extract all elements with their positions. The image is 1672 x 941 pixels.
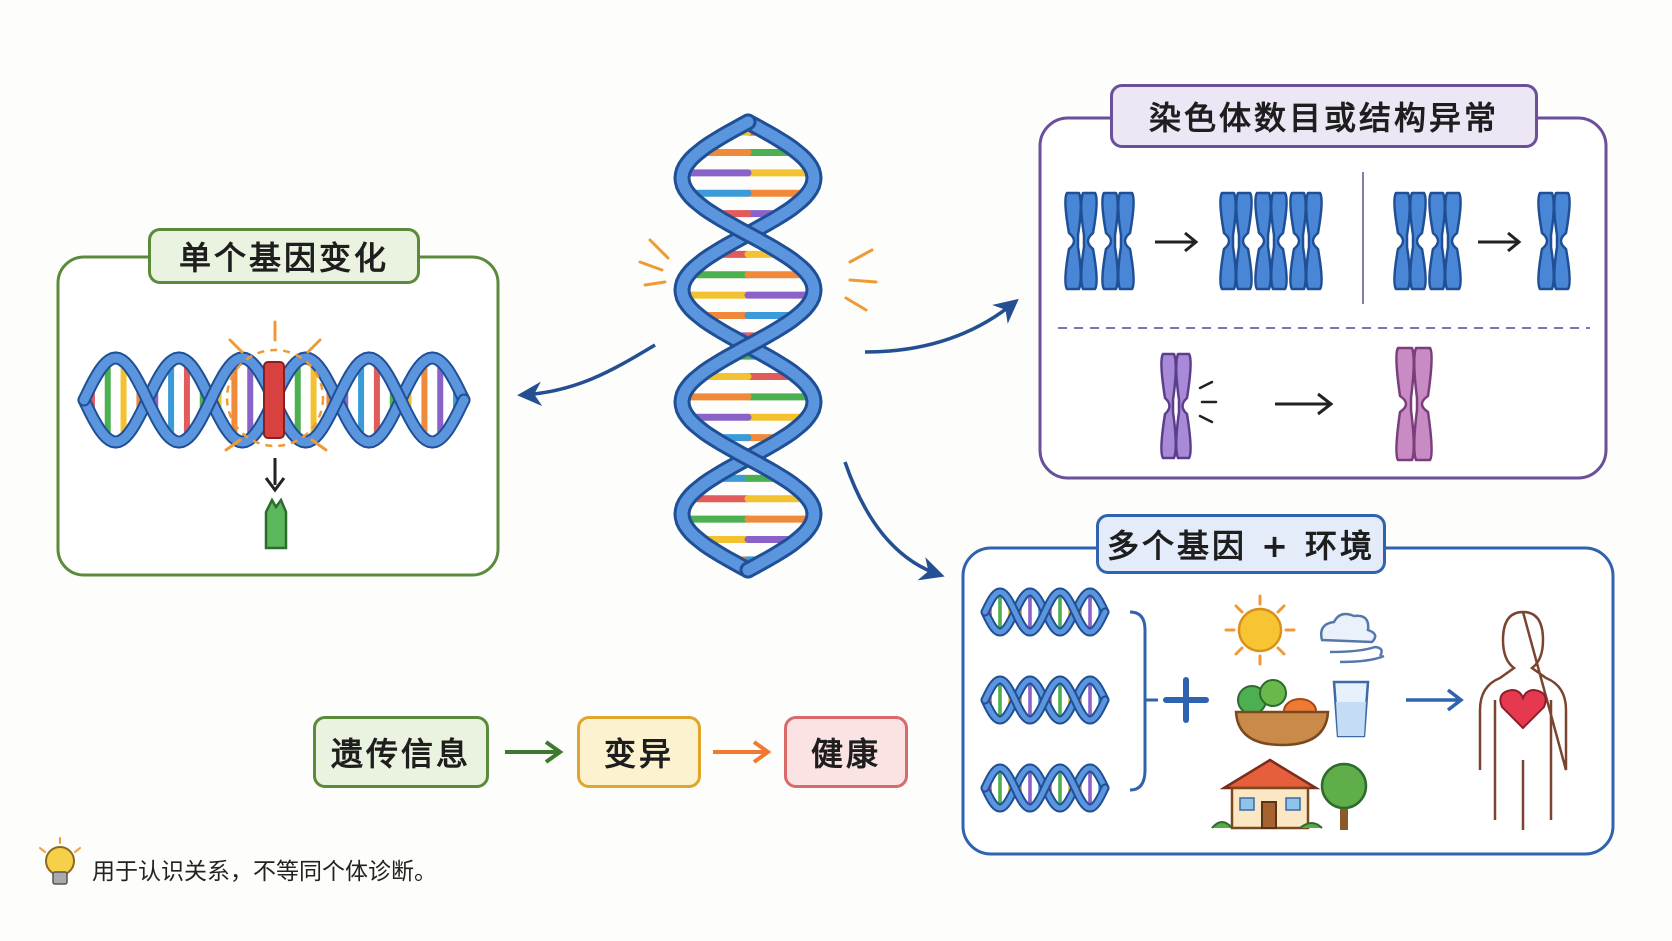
chromosome-icon [1305,191,1323,291]
house-icon [1211,758,1323,830]
arrow-to-person [1406,688,1464,712]
tree-icon [1320,762,1368,830]
plus-icon [1163,677,1209,723]
chromosome-icon [1064,191,1082,291]
flow-item-variation: 变异 [577,716,701,788]
flow-arrow-1 [505,740,564,764]
single-gene-title: 单个基因变化 [148,228,420,284]
sun-icon [1224,594,1296,666]
chromosome-icon [1428,191,1446,291]
multi-gene-title: 多个基因 + 环境 [1096,514,1386,574]
broken-base-icon [264,497,288,550]
chromosome-icon [1409,191,1427,291]
lightbulb-icon [39,837,81,885]
heart-icon [1499,688,1547,730]
mutation-highlight-icon [225,348,325,448]
flow-item-genetic-info: 遗传信息 [313,716,489,788]
person-icon [1478,610,1568,830]
gene-bracket-icon [1129,610,1158,792]
mutated-base-icon [263,361,285,439]
mutation-spark-icon [224,320,328,452]
flow-item-health: 健康 [784,716,908,788]
cloud-wind-icon [1320,612,1385,664]
chromosome-illustrations [1064,191,1571,462]
chromosome-icon [1080,191,1098,291]
chromosome-icon [1413,346,1433,462]
chromosome-icon [1537,191,1555,291]
chromosome-icon [1393,191,1411,291]
chromosome-icon [1395,346,1415,462]
multi-gene-dna-strands [980,587,1110,813]
chromosome-title: 染色体数目或结构异常 [1110,84,1538,148]
chromosome-panel [1038,116,1608,480]
central-dna-helix [673,113,823,579]
break-spark-icon [1198,380,1218,424]
chromosome-icon [1270,191,1288,291]
arrow-to-multi-gene [843,461,945,581]
chromosome-icon [1175,352,1192,460]
arrow-to-single-gene [517,343,656,407]
food-bowl-icon [1234,679,1330,747]
chromosome-icon [1117,191,1135,291]
chromosome-icon [1101,191,1119,291]
chromosome-icon [1235,191,1253,291]
down-arrow-head-icon [264,477,286,493]
footnote-text: 用于认识关系，不等同个体诊断。 [92,859,437,885]
chromosome-icon [1219,191,1237,291]
chromosome-icon [1254,191,1272,291]
water-glass-icon [1332,680,1370,738]
chromosome-icon [1289,191,1307,291]
chromosome-icon [1444,191,1462,291]
chromosome-icon [1553,191,1571,291]
arrow-to-chromosome [864,298,1019,354]
helix-spark-icon [638,238,878,312]
flow-arrow-2 [713,740,772,764]
chromosome-icon [1160,352,1177,460]
chromosome-arrows [1155,231,1522,416]
